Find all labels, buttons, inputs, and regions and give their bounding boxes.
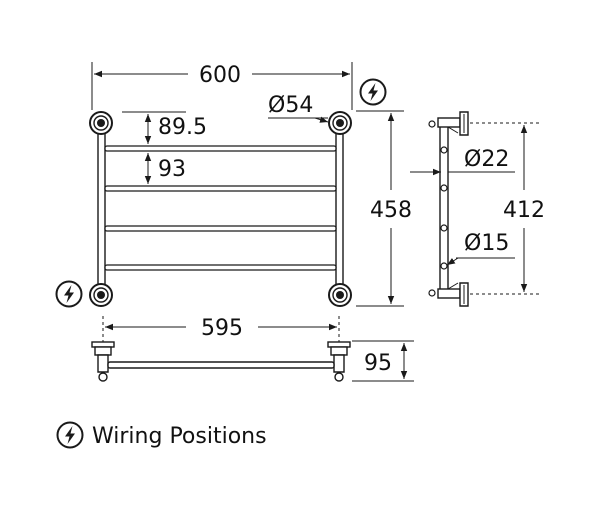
towel-bar bbox=[104, 145, 337, 152]
mount-top-left bbox=[89, 111, 113, 135]
lightning-bolt-icon bbox=[56, 421, 84, 449]
side-bracket-top bbox=[428, 111, 469, 136]
towel-bars bbox=[104, 145, 337, 271]
right-post bbox=[335, 130, 344, 290]
plan-bar bbox=[107, 361, 335, 369]
legend: Wiring Positions bbox=[56, 421, 267, 449]
projection-label: 95 bbox=[364, 351, 392, 376]
side-height-label: 412 bbox=[503, 198, 545, 223]
bar-diameter-label: Ø15 bbox=[464, 231, 509, 256]
mount-bottom-left bbox=[89, 283, 113, 307]
plan-view bbox=[91, 341, 351, 382]
plan-end-right bbox=[327, 341, 351, 382]
mount-bottom-right bbox=[328, 283, 352, 307]
rail-diameter-label: Ø22 bbox=[464, 147, 509, 172]
dimension-projection: 95 bbox=[352, 340, 414, 382]
bar-spacing-label: 93 bbox=[158, 157, 186, 182]
bar-end bbox=[440, 262, 448, 270]
side-bracket-bottom bbox=[428, 282, 469, 307]
dimension-rail-diameter: Ø22 bbox=[410, 147, 515, 176]
side-view bbox=[428, 111, 469, 307]
post-diameter-label: Ø54 bbox=[268, 93, 313, 118]
towel-bar bbox=[104, 185, 337, 192]
dimension-first-bar-offset: 89.5 bbox=[122, 111, 207, 144]
dimension-overall-width: 600 bbox=[91, 62, 353, 110]
bar-end bbox=[440, 184, 448, 192]
lightning-bolt-icon bbox=[359, 78, 387, 106]
lightning-bolt-icon bbox=[55, 280, 83, 308]
dimension-side-height: 412 bbox=[470, 122, 545, 295]
dimension-bar-diameter: Ø15 bbox=[446, 231, 515, 266]
towel-bar bbox=[104, 264, 337, 271]
bar-end bbox=[440, 224, 448, 232]
overall-height-label: 458 bbox=[370, 198, 412, 223]
bottom-width-label: 595 bbox=[201, 316, 243, 341]
overall-width-label: 600 bbox=[199, 63, 241, 88]
dimension-overall-height: 458 bbox=[356, 110, 412, 307]
left-post bbox=[97, 130, 106, 290]
mount-top-right bbox=[328, 111, 352, 135]
first-bar-offset-label: 89.5 bbox=[158, 115, 207, 140]
dimension-bottom-width: 595 bbox=[102, 316, 340, 342]
plan-end-left bbox=[91, 341, 115, 382]
towel-bar bbox=[104, 225, 337, 232]
dimension-bar-spacing: 93 bbox=[144, 153, 186, 184]
bar-end bbox=[440, 146, 448, 154]
legend-label: Wiring Positions bbox=[92, 424, 267, 449]
front-view bbox=[89, 111, 352, 307]
dimension-post-diameter: Ø54 bbox=[268, 93, 329, 123]
